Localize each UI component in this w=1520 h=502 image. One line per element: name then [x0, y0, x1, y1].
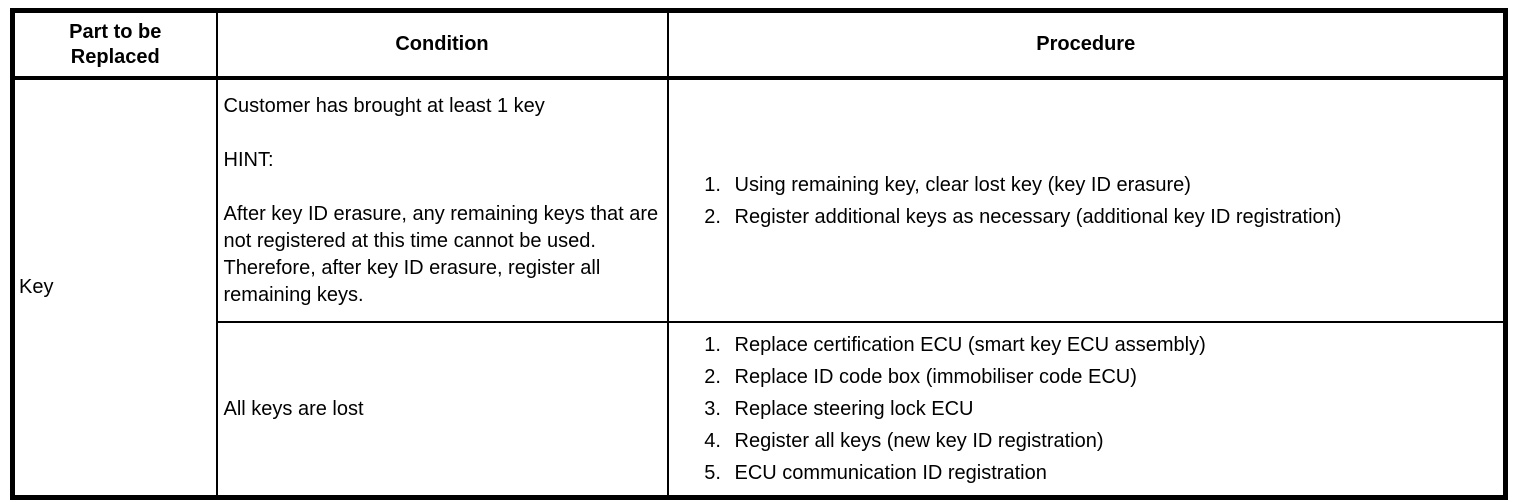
column-header-procedure: Procedure: [666, 9, 1507, 80]
procedure-step: Replace certification ECU (smart key ECU…: [727, 329, 1494, 361]
procedure-step: Register additional keys as necessary (a…: [727, 201, 1494, 233]
key-replacement-procedure-table: Part to be Replaced Condition Procedure …: [10, 8, 1508, 500]
procedure-step-list: Using remaining key, clear lost key (key…: [679, 169, 1494, 233]
procedure-cell-key-erasure: Using remaining key, clear lost key (key…: [666, 77, 1507, 323]
procedure-step: Replace steering lock ECU: [727, 393, 1494, 425]
procedure-step: Register all keys (new key ID registrati…: [727, 425, 1494, 457]
procedure-step: ECU communication ID registration: [727, 457, 1494, 489]
condition-paragraph: After key ID erasure, any remaining keys…: [223, 202, 659, 306]
condition-paragraph: HINT:: [223, 148, 274, 171]
procedure-cell-all-keys-lost: Replace certification ECU (smart key ECU…: [666, 321, 1507, 499]
table-header-row: Part to be Replaced Condition Procedure: [11, 9, 1507, 80]
condition-paragraph: Customer has brought at least 1 key: [223, 94, 545, 117]
part-cell-key: Key: [11, 77, 218, 499]
column-header-condition: Condition: [215, 9, 669, 80]
table-row: All keys are lost Replace certification …: [13, 321, 1507, 499]
procedure-step: Using remaining key, clear lost key (key…: [727, 169, 1494, 201]
procedure-step: Replace ID code box (immobiliser code EC…: [727, 361, 1494, 393]
column-header-part-to-be-replaced: Part to be Replaced: [11, 9, 218, 80]
condition-paragraph: All keys are lost: [223, 397, 364, 420]
condition-cell-all-keys-lost: All keys are lost: [215, 321, 669, 499]
procedure-step-list: Replace certification ECU (smart key ECU…: [679, 329, 1494, 489]
